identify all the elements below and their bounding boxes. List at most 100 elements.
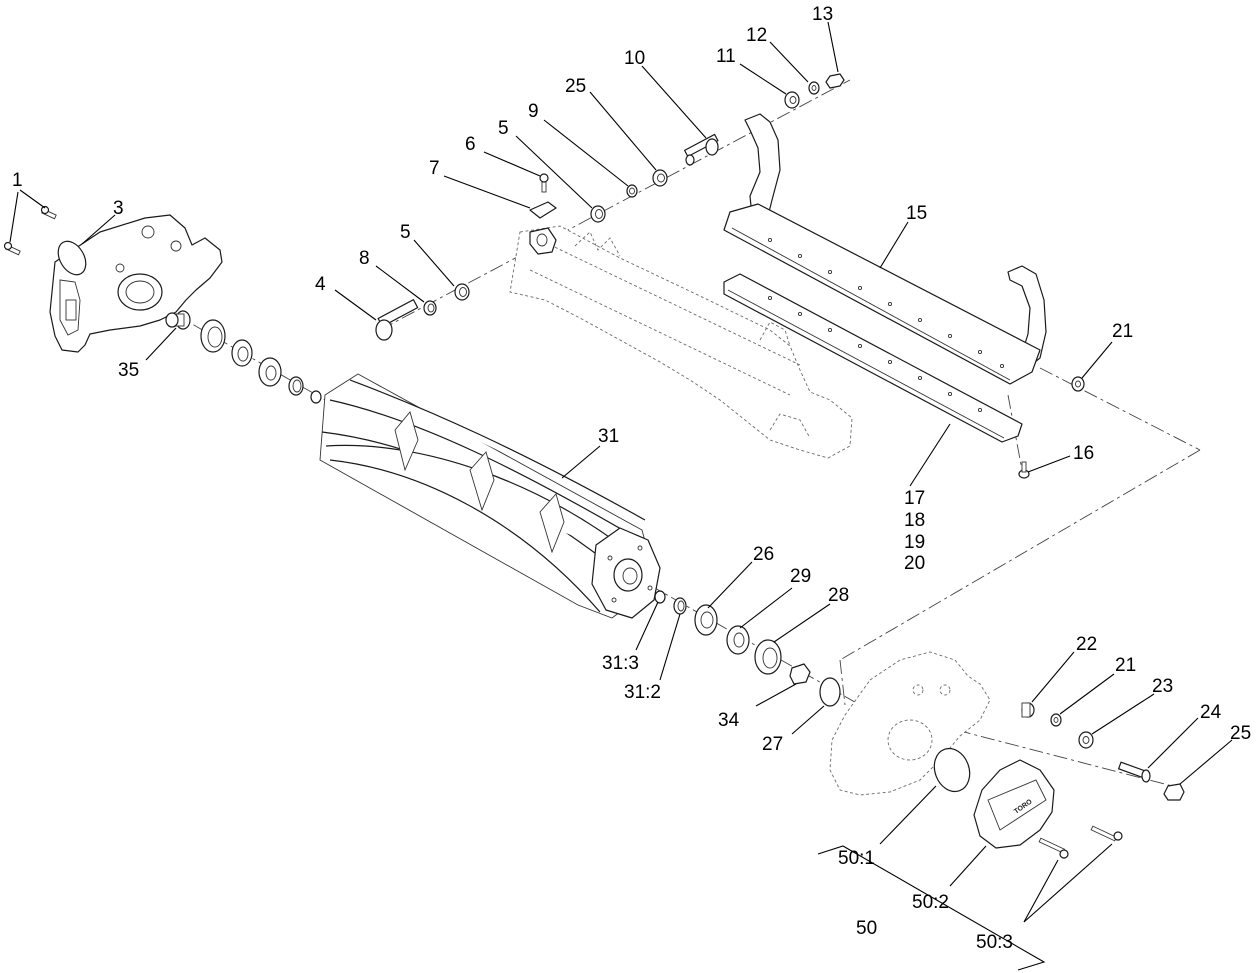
frame-crossbar-edge bbox=[539, 239, 801, 366]
bushing-5-upper bbox=[590, 205, 606, 223]
callout-23: 23 bbox=[1152, 676, 1173, 697]
right-bearing-housing bbox=[887, 719, 933, 761]
spacer-31-3 bbox=[654, 590, 666, 604]
callout-17: 17 bbox=[904, 488, 925, 509]
callout-50-1: 50:1 bbox=[838, 848, 875, 869]
frame-notch-left bbox=[574, 231, 621, 257]
callout-29: 29 bbox=[790, 566, 811, 587]
o-ring-50-1 bbox=[933, 747, 971, 793]
callout-10: 10 bbox=[624, 48, 645, 69]
callout-31-3: 31:3 bbox=[602, 653, 639, 674]
seal-left bbox=[231, 339, 253, 367]
bearing-left bbox=[200, 319, 226, 353]
screw-16 bbox=[1018, 461, 1030, 479]
nut-13 bbox=[825, 73, 845, 89]
o-ring-27 bbox=[819, 677, 841, 707]
bedbar-axis-drop bbox=[839, 659, 846, 706]
callout-25-lower: 25 bbox=[1230, 723, 1251, 744]
bedknife-body bbox=[723, 273, 1023, 443]
spacer-left bbox=[310, 390, 322, 404]
callout-21-upper: 21 bbox=[1112, 321, 1133, 342]
callout-27: 27 bbox=[762, 734, 783, 755]
callout-3: 3 bbox=[113, 198, 124, 219]
washer-left bbox=[258, 357, 282, 387]
shaft-35 bbox=[165, 310, 191, 330]
bedbar-axis-upper bbox=[1039, 367, 1201, 451]
left-bearing-housing-bore bbox=[125, 280, 155, 304]
pivot-components bbox=[375, 73, 845, 341]
reel-31 bbox=[319, 373, 661, 619]
nut-34 bbox=[789, 663, 811, 685]
left-plate-hole-mid bbox=[115, 263, 125, 273]
pin-24 bbox=[1118, 761, 1151, 783]
callout-28: 28 bbox=[828, 585, 849, 606]
cover-face bbox=[987, 779, 1047, 831]
left-side-plate bbox=[49, 214, 223, 353]
screws-50-3 bbox=[1038, 825, 1123, 859]
callout-6: 6 bbox=[465, 134, 476, 155]
leader-lines bbox=[9, 21, 1233, 923]
callout-50-2: 50:2 bbox=[912, 892, 949, 913]
bedknife-17-20 bbox=[723, 273, 1023, 443]
callout-50-3: 50:3 bbox=[976, 932, 1013, 953]
nut-25-lower bbox=[1163, 783, 1185, 801]
bushing-22 bbox=[1021, 702, 1035, 718]
callout-25-upper: 25 bbox=[565, 76, 586, 97]
frame-lug bbox=[529, 227, 557, 255]
callout-11: 11 bbox=[716, 46, 736, 67]
bedknife-holes bbox=[767, 295, 983, 413]
nut-25-upper bbox=[652, 169, 668, 187]
assembly-axis-lines bbox=[149, 79, 1201, 789]
thrust-bearing-26 bbox=[694, 604, 718, 636]
callout-18: 18 bbox=[904, 510, 925, 531]
callout-31: 31 bbox=[598, 426, 619, 447]
frame-crossbar bbox=[509, 225, 853, 459]
bedbar-15 bbox=[723, 113, 1047, 385]
bedknife-edge bbox=[727, 289, 1005, 439]
bearing-28 bbox=[754, 639, 782, 675]
ghost-frame bbox=[509, 225, 853, 459]
callout-26: 26 bbox=[753, 544, 774, 565]
bedbar-body bbox=[723, 203, 1041, 385]
callout-13: 13 bbox=[812, 4, 833, 25]
callout-19: 19 bbox=[904, 532, 925, 553]
seal-29 bbox=[726, 625, 750, 655]
screws-1 bbox=[3, 205, 57, 256]
callout-20: 20 bbox=[904, 553, 925, 574]
callout-50: 50 bbox=[856, 918, 877, 939]
callout-34: 34 bbox=[718, 710, 740, 731]
left-plate-hole-top bbox=[141, 225, 155, 239]
bracket-7 bbox=[529, 201, 557, 219]
pivot-shaft-10 bbox=[683, 133, 719, 166]
pivot-bolt-4 bbox=[375, 299, 419, 341]
frame-foot bbox=[769, 413, 811, 439]
reel-end-plate bbox=[591, 527, 661, 619]
callout-4: 4 bbox=[315, 274, 326, 295]
callout-31-2: 31:2 bbox=[624, 682, 661, 703]
snap-ring-left bbox=[288, 376, 304, 396]
callout-5-upper: 5 bbox=[498, 118, 509, 139]
reel-spiders bbox=[394, 411, 565, 554]
screw-1b bbox=[3, 241, 21, 256]
callout-16: 16 bbox=[1073, 443, 1094, 464]
o-ring-3 bbox=[57, 240, 87, 276]
callout-7: 7 bbox=[429, 158, 440, 179]
screw-6 bbox=[539, 173, 549, 193]
left-plate-hole-right bbox=[170, 240, 182, 252]
left-plate-slot bbox=[65, 299, 77, 321]
callout-1: 1 bbox=[12, 170, 23, 191]
right-shaft-components bbox=[654, 590, 841, 707]
callout-21-lower: 21 bbox=[1115, 655, 1136, 676]
frame-crossbar-edge-lower bbox=[529, 269, 791, 396]
callout-labels: 1 3 35 4 8 5 7 6 5 9 25 10 11 12 13 15 2… bbox=[12, 4, 1251, 953]
cover-50-2: TORO bbox=[973, 759, 1055, 849]
bedbar-edge bbox=[731, 227, 1011, 381]
callout-35: 35 bbox=[118, 360, 139, 381]
callout-22: 22 bbox=[1076, 634, 1097, 655]
callout-15: 15 bbox=[906, 203, 927, 224]
callout-12: 12 bbox=[746, 25, 767, 46]
right-hardware bbox=[1021, 702, 1185, 801]
bedbar-axis-diagonal bbox=[839, 449, 1201, 661]
callout-24: 24 bbox=[1200, 702, 1222, 723]
